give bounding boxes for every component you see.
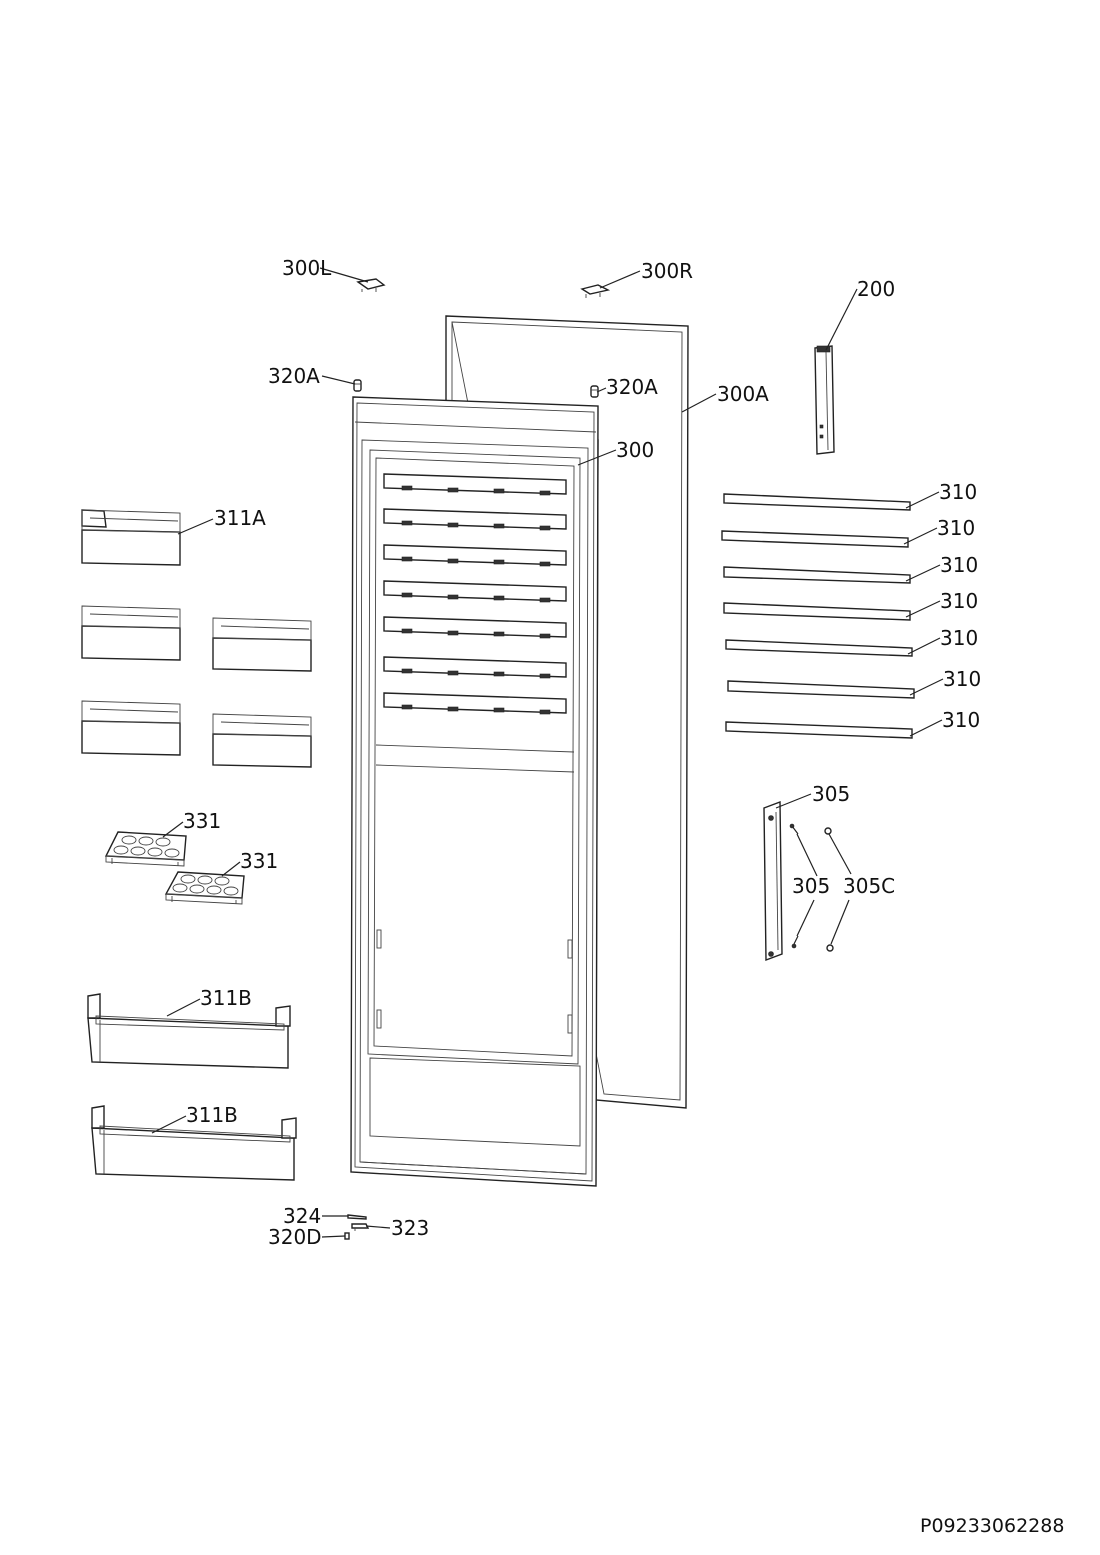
label-310-6: 310 bbox=[943, 667, 981, 691]
label-311A: 311A bbox=[214, 506, 266, 530]
bottle-bin-311B-1 bbox=[87, 993, 291, 1069]
pin-320A-left bbox=[353, 379, 362, 392]
label-310-1: 310 bbox=[939, 480, 977, 504]
label-323: 323 bbox=[391, 1216, 429, 1240]
label-310-4: 310 bbox=[940, 589, 978, 613]
label-310-7: 310 bbox=[942, 708, 980, 732]
screw-305-bottom bbox=[791, 935, 799, 949]
door-bin-311A-4 bbox=[81, 700, 181, 756]
label-300: 300 bbox=[616, 438, 654, 462]
document-code: P09233062288 bbox=[920, 1515, 1064, 1537]
label-300A: 300A bbox=[717, 382, 769, 406]
cap-305C-top bbox=[824, 827, 832, 835]
screw-305-top bbox=[789, 823, 799, 835]
label-305-top: 305 bbox=[812, 782, 850, 806]
liner-shelf-ribs bbox=[383, 473, 567, 715]
bracket-305 bbox=[763, 800, 783, 962]
label-300L: 300L bbox=[282, 256, 332, 280]
label-320A-left: 320A bbox=[268, 364, 320, 388]
trim-strips-310 bbox=[721, 493, 915, 739]
part-324 bbox=[347, 1214, 367, 1220]
door-bin-311A-5 bbox=[212, 713, 312, 768]
egg-holes bbox=[172, 874, 239, 896]
label-300R: 300R bbox=[641, 259, 693, 283]
label-311B-1: 311B bbox=[200, 986, 252, 1010]
label-331-2: 331 bbox=[240, 849, 278, 873]
egg-holes bbox=[113, 835, 180, 858]
label-320D: 320D bbox=[268, 1225, 322, 1249]
cap-305C-bottom bbox=[826, 944, 834, 952]
part-323 bbox=[351, 1223, 370, 1231]
egg-tray-331-2 bbox=[164, 871, 245, 905]
label-310-5: 310 bbox=[940, 626, 978, 650]
leader-lines bbox=[151, 267, 944, 1238]
door-bin-311A-2 bbox=[81, 605, 181, 661]
label-331-1: 331 bbox=[183, 809, 221, 833]
callout-labels: 300L 300R 200 320A 320A 300A 300 311A 31… bbox=[183, 256, 1064, 1537]
label-310-2: 310 bbox=[937, 516, 975, 540]
part-320D bbox=[344, 1232, 350, 1240]
door-bin-311A-3 bbox=[212, 617, 312, 672]
label-324: 324 bbox=[283, 1204, 321, 1228]
label-320A-right: 320A bbox=[606, 375, 658, 399]
egg-tray-331-1 bbox=[104, 831, 187, 867]
label-305C: 305C bbox=[843, 874, 895, 898]
label-310-3: 310 bbox=[940, 553, 978, 577]
label-200: 200 bbox=[857, 277, 895, 301]
door-bin-311A-1 bbox=[81, 509, 181, 566]
hinge-cover-300R bbox=[580, 284, 611, 298]
label-311B-2: 311B bbox=[186, 1103, 238, 1127]
bottle-bin-311B-2 bbox=[91, 1105, 297, 1181]
label-305-mid: 305 bbox=[792, 874, 830, 898]
handle-200 bbox=[814, 345, 835, 455]
hinge-cover-300L bbox=[356, 278, 386, 292]
